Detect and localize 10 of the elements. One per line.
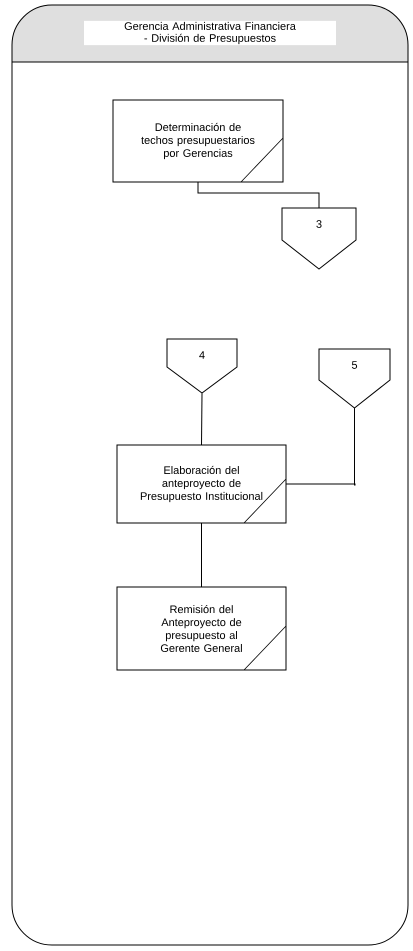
connector-line (201, 522, 202, 588)
process-box: Remisión del Anteproyecto de presupuesto al Gerente General (116, 586, 286, 670)
connector-line (201, 392, 202, 446)
off-page-connector: 4 (166, 338, 238, 394)
off-page-connector: 5 (318, 348, 390, 409)
connector-line (286, 408, 356, 486)
connector-line (198, 182, 320, 208)
process-box: Determinación de techos presupuestarios por Gerencias (112, 100, 284, 182)
off-page-connector: 3 (282, 208, 356, 270)
process-box: Elaboración del anteproyecto de Presupuesto Institucional (116, 444, 286, 524)
